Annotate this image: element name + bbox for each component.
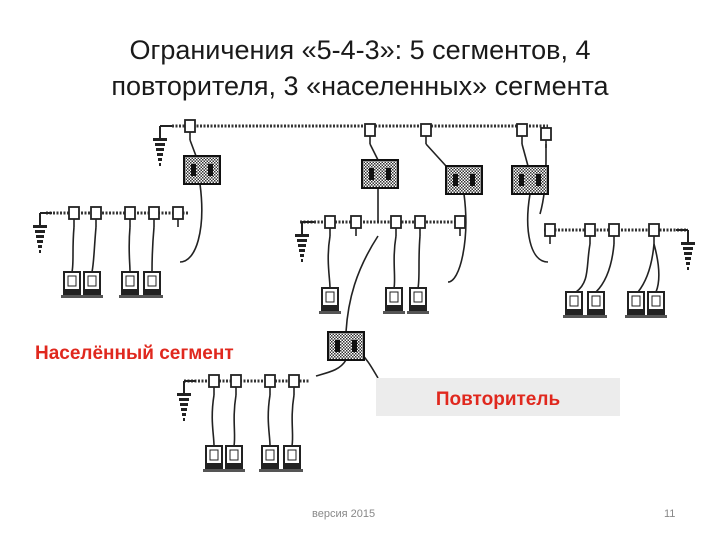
bottom-segment-stations — [202, 374, 304, 473]
slide-title-line-2: повторителя, 3 «населенных» сегмента — [111, 71, 609, 101]
terminator-top — [152, 125, 173, 167]
slide-title-line-1: Ограничения «5-4-3»: 5 сегментов, 4 — [129, 35, 591, 65]
page-number: 11 — [664, 508, 676, 520]
repeater-3 — [445, 165, 483, 195]
terminator-middle — [294, 221, 315, 263]
populated-segment-label: Населённый сегмент — [33, 343, 236, 365]
repeater-4 — [511, 165, 549, 195]
repeater-2 — [361, 159, 399, 189]
repeater-5 — [327, 331, 365, 361]
terminator-left — [32, 212, 53, 254]
footer-version: версия 2015 — [312, 508, 376, 520]
right-segment-stations — [544, 223, 668, 319]
slide-title: Ограничения «5-4-3»: 5 сегментов, 4 повт… — [40, 32, 680, 104]
terminator-bottom — [176, 380, 197, 422]
top-segment-taps — [184, 119, 552, 149]
repeater-label: Повторитель — [376, 378, 620, 416]
middle-segment-stations — [318, 215, 466, 315]
terminator-right — [675, 229, 696, 271]
repeater-1 — [183, 155, 221, 185]
left-segment-stations — [60, 206, 184, 299]
